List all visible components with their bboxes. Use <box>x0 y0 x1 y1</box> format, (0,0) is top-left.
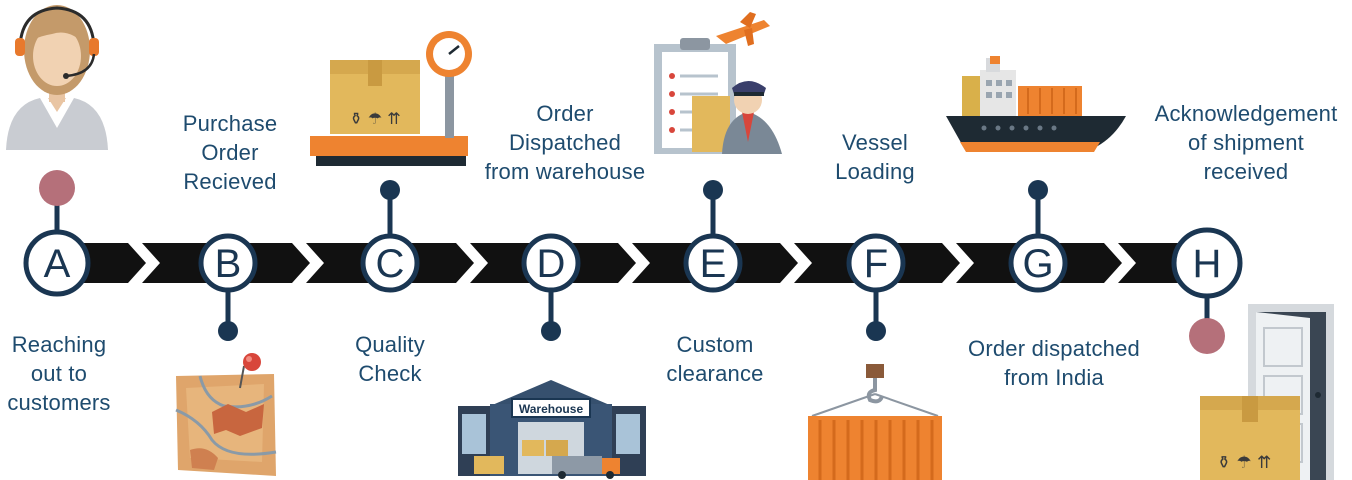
label-line: Vessel <box>841 130 909 155</box>
node-e: E <box>683 233 743 293</box>
label-line: Custom <box>676 332 754 357</box>
label-line: from warehouse <box>484 159 646 184</box>
node-letter: D <box>537 242 566 286</box>
label-line: Acknowledgement <box>1154 101 1338 126</box>
map-pin-icon <box>175 353 277 476</box>
container-crane-hook-icon <box>808 364 942 480</box>
label-line: Order <box>201 140 259 165</box>
weighing-scale-box-icon: ⚱ ☂ ⇈ <box>310 31 472 166</box>
node-f: F <box>846 233 906 293</box>
label-line: Purchase <box>182 111 278 136</box>
warehouse-icon: Warehouse <box>458 380 646 479</box>
label-line: of shipment <box>1188 130 1304 155</box>
connector-dot-d <box>541 321 561 341</box>
node-b: B <box>198 233 258 293</box>
label-line: Loading <box>835 159 915 184</box>
warehouse-sign: Warehouse <box>519 402 584 416</box>
label-c: Quality Check <box>330 330 450 388</box>
node-c: C <box>360 233 420 293</box>
connector-dot-h <box>1189 318 1225 354</box>
label-line: customers <box>7 390 111 415</box>
label-line: received <box>1203 159 1289 184</box>
label-line: clearance <box>666 361 764 386</box>
connector-dot-a <box>39 170 75 206</box>
node-g: G <box>1008 233 1068 293</box>
connectors <box>54 196 1210 325</box>
node-letter: B <box>215 242 242 286</box>
customs-officer-clipboard-icon <box>654 12 782 154</box>
label-line: Check <box>358 361 422 386</box>
node-letter: E <box>700 242 727 286</box>
label-line: Order dispatched <box>968 336 1140 361</box>
label-line: Quality <box>355 332 425 357</box>
svg-text:⚱ ☂ ⇈: ⚱ ☂ ⇈ <box>349 109 400 128</box>
node-letter: C <box>376 242 405 286</box>
label-d: Order Dispatched from warehouse <box>470 99 660 186</box>
door-box-delivery-icon: ⚱ ☂ ⇈ <box>1200 304 1334 480</box>
connector-dot-c <box>380 180 400 200</box>
label-f: Vessel Loading <box>815 128 935 186</box>
label-line: Recieved <box>183 169 277 194</box>
node-letter: F <box>864 242 888 286</box>
connector-dot-b <box>218 321 238 341</box>
label-g: Order dispatched from India <box>948 334 1160 392</box>
label-b: Purchase Order Recieved <box>160 109 300 196</box>
node-a: A <box>23 229 91 297</box>
node-d: D <box>521 233 581 293</box>
svg-text:⚱ ☂ ⇈: ⚱ ☂ ⇈ <box>1217 453 1272 473</box>
label-line: out to <box>30 361 88 386</box>
connector-dot-g <box>1028 180 1048 200</box>
label-e: Custom clearance <box>650 330 780 388</box>
node-letter: A <box>44 242 71 286</box>
label-line: from India <box>1004 365 1104 390</box>
connector-dot-e <box>703 180 723 200</box>
node-h: H <box>1171 227 1243 299</box>
label-line: Order <box>536 101 594 126</box>
label-a: Reaching out to customers <box>0 330 118 417</box>
label-h: Acknowledgement of shipment received <box>1140 99 1352 186</box>
customer-support-agent-icon <box>6 5 108 150</box>
connector-dot-f <box>866 321 886 341</box>
cargo-ship-icon <box>946 56 1126 152</box>
label-line: Dispatched <box>508 130 622 155</box>
node-letter: H <box>1193 242 1222 286</box>
node-letter: G <box>1022 242 1053 286</box>
label-line: Reaching <box>11 332 107 357</box>
